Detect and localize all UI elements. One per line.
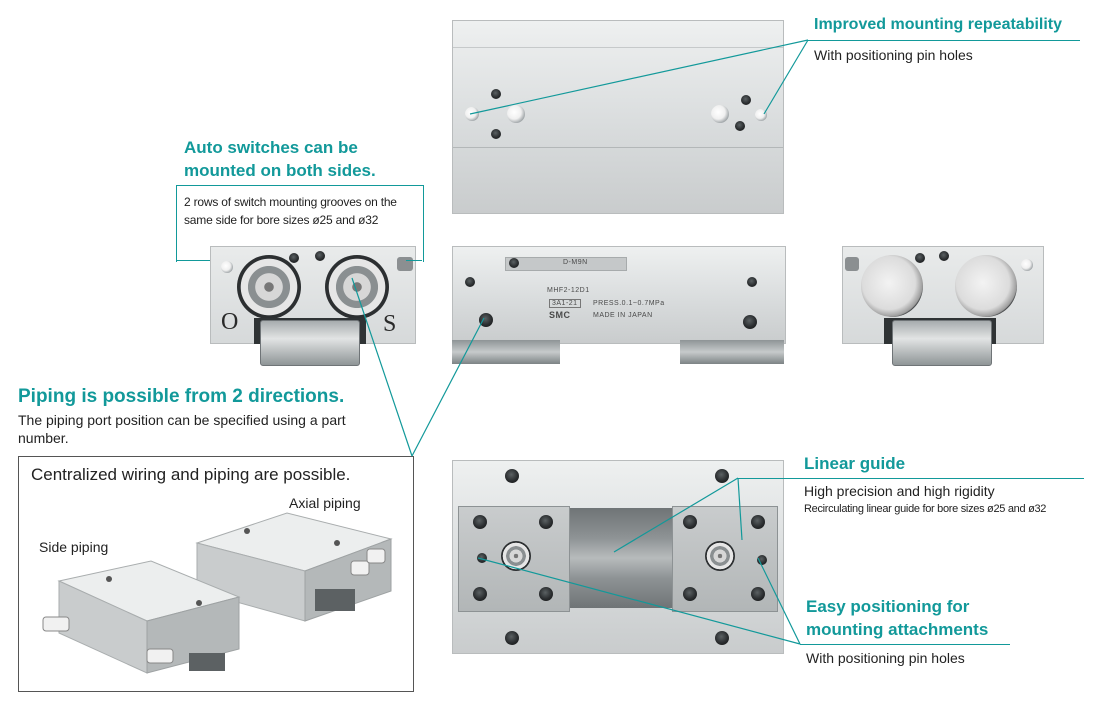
auto-switch-desc-1: 2 rows of switch mounting grooves on the xyxy=(184,195,397,209)
finger-jaw xyxy=(892,320,992,366)
piping-title: Piping is possible from 2 directions. xyxy=(18,386,345,407)
port-label-o: O xyxy=(221,309,239,335)
screw-icon xyxy=(741,95,751,105)
screw-icon xyxy=(715,469,729,483)
piping-desc-2: number. xyxy=(18,430,69,446)
pin-hole-icon xyxy=(477,553,487,563)
piping-port-icon xyxy=(743,315,757,329)
screw-icon xyxy=(473,515,487,529)
auto-switch-desc-2: same side for bore sizes ø25 and ø32 xyxy=(184,213,379,227)
axial-piping-label: Axial piping xyxy=(289,495,361,511)
plug-cap-icon xyxy=(861,255,923,317)
auto-switch-title-2: mounted on both sides. xyxy=(184,161,376,180)
pin-hole-icon xyxy=(221,261,233,273)
screw-icon xyxy=(465,277,475,287)
repeatability-desc: With positioning pin holes xyxy=(814,47,973,63)
linear-guide-desc-1: High precision and high rigidity xyxy=(804,483,995,499)
screw-icon xyxy=(473,587,487,601)
screw-icon xyxy=(751,587,765,601)
code-number: 3A1-21 xyxy=(549,299,581,308)
linear-guide-desc-2: Recirculating linear guide for bore size… xyxy=(804,503,1047,515)
side-piping-gripper-image xyxy=(42,560,241,674)
origin-marking: MADE IN JAPAN xyxy=(593,312,653,319)
screw-icon xyxy=(315,251,325,261)
top-view-plate xyxy=(452,20,784,214)
auto-switch-bracket xyxy=(176,185,424,262)
switch-model: D-M9N xyxy=(563,259,588,266)
screw-icon xyxy=(539,515,553,529)
screw-icon xyxy=(683,515,697,529)
linear-guide-rail xyxy=(568,508,672,608)
brand-logo: SMC xyxy=(549,310,571,320)
screw-icon xyxy=(715,631,729,645)
port-label-s: S xyxy=(383,311,397,337)
model-number: MHF2-12D1 xyxy=(547,287,590,294)
screw-icon xyxy=(491,89,501,99)
screw-icon xyxy=(747,277,757,287)
piping-port-icon xyxy=(237,255,301,319)
pressure-rating: PRESS.0.1~0.7MPa xyxy=(593,300,665,307)
pin-hole-icon xyxy=(755,109,767,121)
screw-icon xyxy=(505,631,519,645)
piping-port-icon xyxy=(325,255,389,319)
auto-switch-icon xyxy=(845,257,859,271)
side-piping-label: Side piping xyxy=(39,539,109,555)
finger-rail-right xyxy=(680,340,784,364)
screw-icon xyxy=(289,253,299,263)
switch-led-icon xyxy=(509,258,519,268)
screw-icon xyxy=(683,587,697,601)
pin-hole-icon xyxy=(757,555,767,565)
repeatability-title: Improved mounting repeatability xyxy=(814,16,1063,33)
inset-heading: Centralized wiring and piping are possib… xyxy=(31,465,351,484)
axial-piping-gripper-image xyxy=(195,512,393,622)
linear-guide-rule xyxy=(738,478,1084,479)
through-hole-icon xyxy=(711,105,729,123)
screw-icon xyxy=(735,121,745,131)
repeatability-rule xyxy=(808,40,1080,41)
side-view-body: D-M9N MHF2-12D1 3A1-21 PRESS.0.1~0.7MPa … xyxy=(452,246,786,344)
pin-hole-icon xyxy=(1021,259,1033,271)
through-hole-icon xyxy=(507,105,525,123)
top-plate-divider xyxy=(453,147,783,148)
positioning-title-2: mounting attachments xyxy=(806,620,989,639)
positioning-desc: With positioning pin holes xyxy=(806,650,965,666)
plug-cap-icon xyxy=(955,255,1017,317)
top-plate-divider xyxy=(453,47,783,48)
finger-jaw xyxy=(260,320,360,366)
mounting-hole-icon xyxy=(705,541,735,571)
piping-inset-box: Centralized wiring and piping are possib… xyxy=(18,456,414,692)
positioning-rule xyxy=(800,644,1010,645)
screw-icon xyxy=(491,129,501,139)
screw-icon xyxy=(915,253,925,263)
piping-port-icon xyxy=(479,313,493,327)
guide-block-right xyxy=(672,506,778,612)
screw-icon xyxy=(505,469,519,483)
guide-block-left xyxy=(458,506,570,612)
switch-groove xyxy=(505,257,627,271)
screw-icon xyxy=(539,587,553,601)
auto-switch-bracket-tick xyxy=(406,260,422,261)
screw-icon xyxy=(751,515,765,529)
auto-switch-bracket-tick xyxy=(176,260,210,261)
positioning-title-1: Easy positioning for xyxy=(806,597,970,616)
auto-switch-title-1: Auto switches can be xyxy=(184,138,358,157)
piping-desc-1: The piping port position can be specifie… xyxy=(18,412,346,428)
screw-icon xyxy=(939,251,949,261)
right-end-view xyxy=(842,246,1044,344)
linear-guide-title: Linear guide xyxy=(804,454,906,473)
